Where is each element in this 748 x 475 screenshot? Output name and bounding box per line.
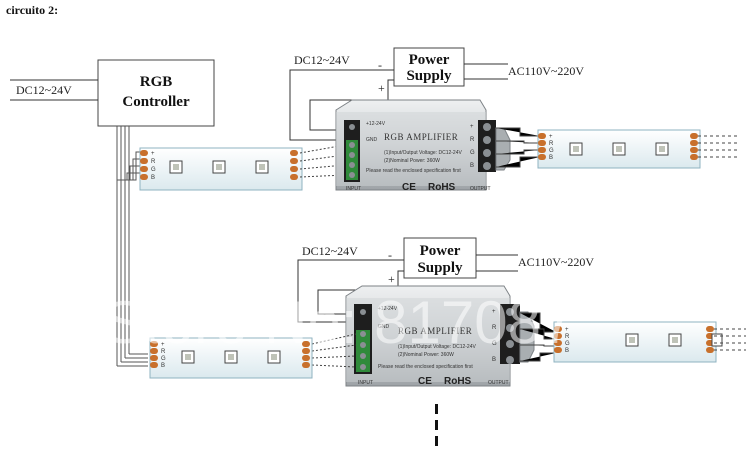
strip1-pin-plus: + [151, 151, 155, 157]
amp1-spec1: (1)Input/Output Voltage: DC12-24V [384, 150, 462, 156]
amp2-output-label: OUTPUT [488, 380, 509, 386]
rgb-amplifier-1: +12-24V GND RGB AMPLIFIER (1)Input/Outpu… [335, 99, 511, 193]
led-strip-3: + R G B [149, 337, 313, 379]
ps1-dc-label: DC12~24V [294, 53, 350, 67]
power-supply-2: Power Supply [403, 237, 477, 279]
ps1-title-line1: Power [409, 52, 450, 68]
amp2-spec1: (1)Input/Output Voltage: DC12-24V [398, 344, 476, 350]
led-strip-1: + R G B [139, 147, 303, 191]
amp2-spec2: (2)Nominal Power: 360W [398, 352, 454, 358]
amp2-ce: CE [418, 376, 432, 387]
power-supply-1: Power Supply [393, 47, 465, 87]
strip1-pin-r: R [151, 159, 156, 165]
amp1-out-pin-b: B [470, 163, 474, 169]
amp1-out-pin-plus: + [470, 124, 474, 130]
amp2-input-label: INPUT [358, 380, 373, 386]
strip4-continuation [714, 328, 746, 351]
amp1-input-label: INPUT [346, 186, 361, 192]
amp1-output-label: OUTPUT [470, 186, 491, 192]
amp1-out-pin-g: G [470, 150, 475, 156]
amp2-voltage: +12-24V [378, 306, 398, 312]
ps2-plus: + [388, 272, 395, 286]
amp1-spec2: (2)Nominal Power: 360W [384, 158, 440, 164]
continuation-dashes [435, 404, 438, 446]
strip4-pin-b: B [565, 348, 569, 354]
amp2-out-pin-plus: + [492, 309, 496, 315]
amp2-out-pin-g: G [492, 341, 497, 347]
ps1-wires [289, 63, 508, 141]
controller-input-label: DC12~24V [16, 83, 72, 97]
controller-output-bus [116, 126, 148, 367]
controller-title-line2: Controller [122, 94, 190, 110]
amp1-spec3: Please read the enclosed specification f… [366, 168, 461, 174]
amp2-rohs: RoHS [444, 376, 472, 387]
amp1-gnd: GND [366, 137, 378, 143]
ps1-title-line2: Supply [406, 68, 452, 84]
strip4-pin-plus: + [565, 327, 569, 333]
watermark: Store No: 817087 [104, 289, 574, 356]
amp2-to-strip4-wires [520, 312, 556, 362]
strip3-to-amp2-wires [311, 333, 357, 368]
ps1-ac-label: AC110V~220V [508, 64, 584, 78]
ps2-dc-label: DC12~24V [302, 244, 358, 258]
amp2-spec3: Please read the enclosed specification f… [378, 364, 473, 370]
ps2-ac-label: AC110V~220V [518, 255, 594, 269]
amp1-title: RGB AMPLIFIER [384, 132, 458, 142]
amp1-out-pin-r: R [470, 137, 475, 143]
ps1-plus: + [378, 81, 385, 95]
ps1-minus: - [378, 58, 382, 72]
amp1-voltage: +12-24V [366, 121, 386, 127]
strip3-pin-b: B [161, 363, 165, 369]
amp1-rohs: RoHS [428, 182, 456, 193]
page-title: circuito 2: [6, 3, 58, 17]
amp2-out-pin-r: R [492, 325, 497, 331]
amp2-gnd: GND [378, 324, 390, 330]
strip2-continuation [698, 135, 740, 158]
ps2-title-line1: Power [420, 243, 461, 259]
strip4-pin-r: R [565, 334, 570, 340]
strip1-pin-b: B [151, 175, 155, 181]
ps2-minus: - [388, 248, 392, 262]
strip2-pin-r: R [549, 141, 554, 147]
controller-title-line1: RGB [140, 74, 173, 90]
amp2-out-pin-b: B [492, 357, 496, 363]
led-strip-2: + R G B [537, 129, 701, 169]
amp1-to-strip2-wires [496, 127, 540, 168]
ps2-title-line2: Supply [417, 260, 463, 276]
strip2-pin-b: B [549, 155, 553, 161]
strip3-pin-r: R [161, 349, 166, 355]
strip3-pin-plus: + [161, 342, 165, 348]
amp1-ce: CE [402, 182, 416, 193]
rgb-amplifier-2: +12-24V GND RGB AMPLIFIER (1)Input/Outpu… [345, 285, 535, 387]
strip2-pin-g: G [549, 148, 554, 154]
strip1-pin-g: G [151, 167, 156, 173]
strip3-pin-g: G [161, 356, 166, 362]
led-strip-4: + R G B [553, 321, 723, 363]
rgb-controller: RGB Controller [97, 59, 215, 127]
amp2-title: RGB AMPLIFIER [398, 326, 472, 336]
strip4-pin-g: G [565, 341, 570, 347]
strip2-pin-plus: + [549, 134, 553, 140]
